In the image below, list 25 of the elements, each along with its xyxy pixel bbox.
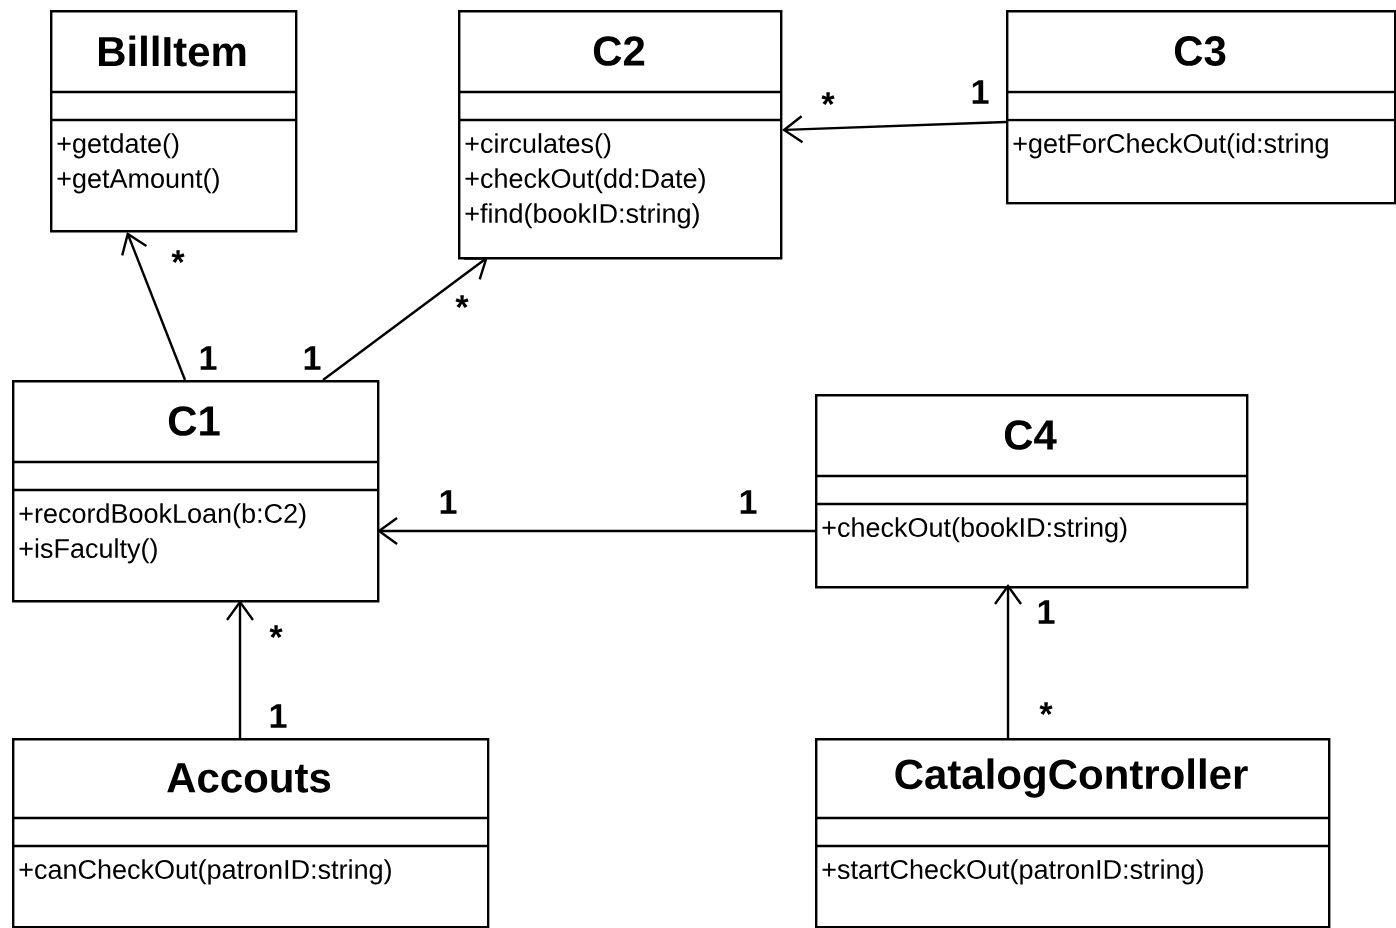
multiplicity-label: 1 [304, 346, 321, 370]
multiplicity-label: * [821, 92, 835, 105]
association-arrow [226, 600, 254, 738]
multiplicity-label: 1 [1038, 600, 1055, 624]
class-box: C3 +getForCheckOut(id:string [1006, 10, 1396, 205]
multiplicity-label: 1 [200, 346, 217, 370]
multiplicity-label: 1 [440, 490, 457, 514]
association-arrow [994, 584, 1022, 738]
association-arrow [322, 257, 488, 381]
multiplicity-label: * [171, 250, 185, 263]
association-arrow [377, 517, 815, 545]
multiplicity-label: 1 [270, 704, 287, 728]
multiplicity-label: 1 [740, 490, 757, 514]
class-box: Accouts +canCheckOut(patronID:string) [12, 738, 490, 928]
class-box: C2 +circulates() +checkOut(dd:Date) +find(bookID:string) [458, 10, 783, 260]
class-box: C1 +recordBookLoan(b:C2) +isFaculty() [12, 380, 380, 603]
association-arrow [121, 232, 187, 381]
multiplicity-label: * [269, 625, 283, 638]
association-arrow [782, 115, 1007, 144]
multiplicity-label: 1 [972, 80, 989, 104]
class-box: CatalogController +startCheckOut(patronID:string) [815, 738, 1331, 928]
multiplicity-label: * [455, 295, 469, 308]
class-box: BillItem +getdate() +getAmount() [50, 10, 298, 233]
class-box: C4 +checkOut(bookID:string) [815, 394, 1249, 589]
multiplicity-label: * [1039, 702, 1053, 715]
